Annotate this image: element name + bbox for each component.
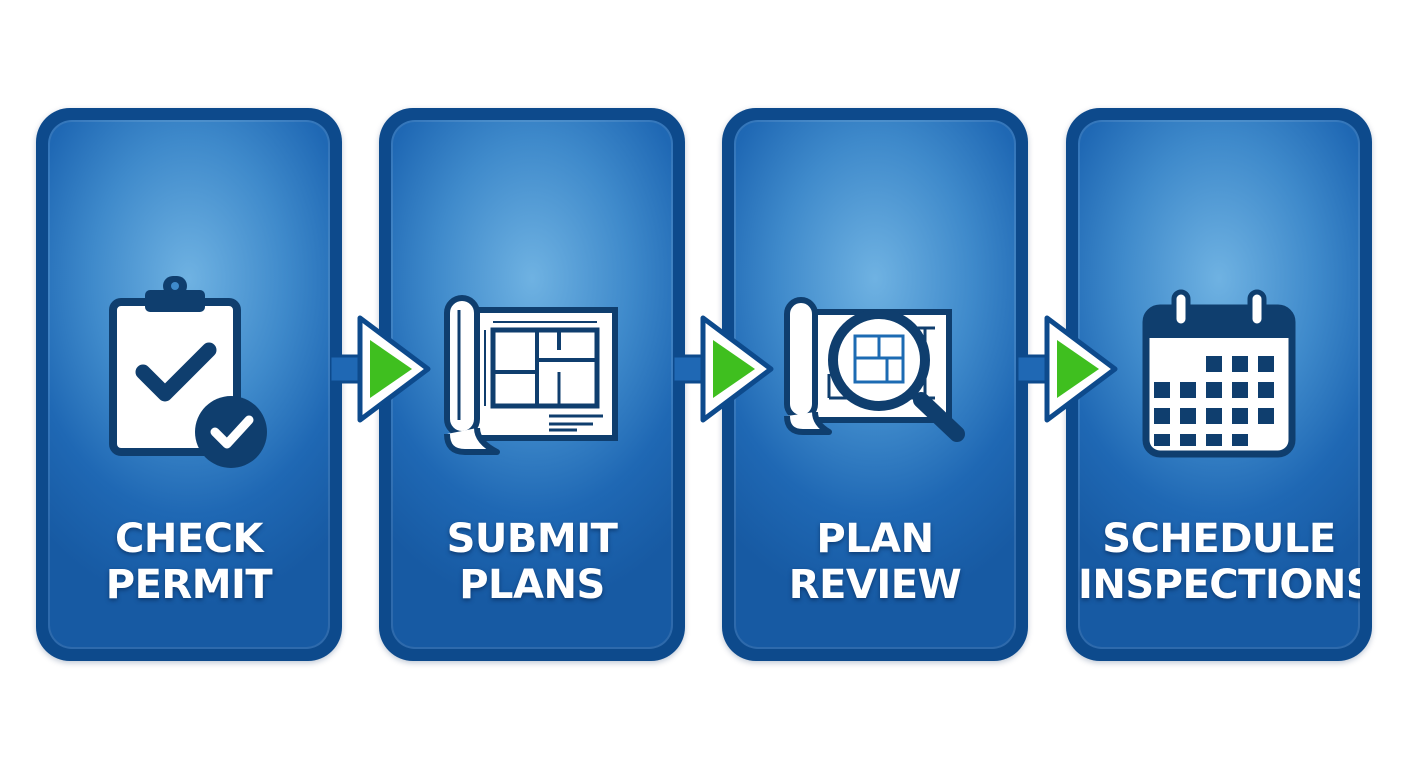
blueprint-icon — [444, 295, 618, 455]
step-label-line2: PLANS — [459, 562, 605, 608]
step-card-plan-review: PLAN REVIEW — [722, 108, 1028, 661]
arrow-right-icon — [330, 315, 431, 423]
step-label-line1: SCHEDULE — [1102, 516, 1336, 562]
magnifier-blueprint-icon — [784, 297, 965, 442]
step-label-line1: PLAN — [816, 516, 934, 562]
step-card-body: SUBMIT PLANS — [391, 120, 673, 649]
step-card-body: PLAN REVIEW — [734, 120, 1016, 649]
clipboard-check-icon — [109, 276, 267, 468]
step-card-body: SCHEDULE INSPECTIONS — [1078, 120, 1360, 649]
arrow-right-icon — [673, 315, 774, 423]
step-label: SUBMIT PLANS — [391, 516, 673, 608]
step-label-line1: SUBMIT — [446, 516, 618, 562]
step-label-line1: CHECK — [114, 516, 264, 562]
step-label-line2: REVIEW — [788, 562, 962, 608]
step-card-check-permit: CHECK PERMIT — [36, 108, 342, 661]
step-label-line2: INSPECTIONS — [1078, 562, 1360, 608]
step-card-submit-plans: SUBMIT PLANS — [379, 108, 685, 661]
step-label: SCHEDULE INSPECTIONS — [1078, 516, 1360, 608]
step-card-schedule-inspections: SCHEDULE INSPECTIONS — [1066, 108, 1372, 661]
step-label: PLAN REVIEW — [734, 516, 1016, 608]
step-label-line2: PERMIT — [105, 562, 273, 608]
step-label: CHECK PERMIT — [48, 516, 330, 608]
step-card-body: CHECK PERMIT — [48, 120, 330, 649]
calendar-icon — [1142, 289, 1296, 458]
arrow-right-icon — [1017, 315, 1118, 423]
